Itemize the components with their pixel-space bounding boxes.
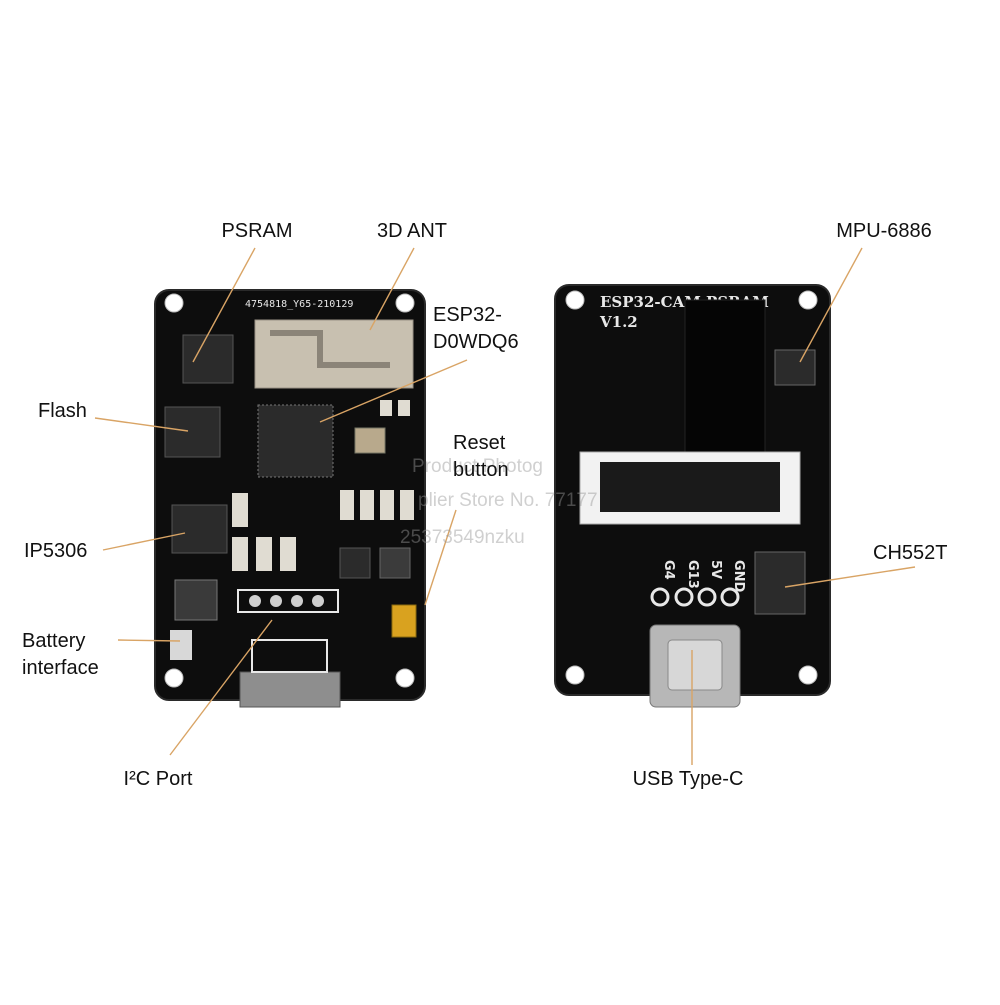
camera-ribbon — [684, 299, 766, 461]
label-ip5306: IP5306 — [24, 540, 88, 562]
label-i2c-port: I²C Port — [123, 768, 193, 790]
psram-chip — [182, 334, 234, 384]
flash-chip — [164, 406, 221, 458]
mount-hole — [395, 293, 415, 313]
watermark-line3: 25373549nzku — [400, 527, 525, 548]
leader-psram — [192, 247, 256, 363]
pin-label-group: G4 G13 5V GND — [661, 560, 746, 593]
label-reset-button: Reset button — [453, 432, 509, 481]
ch552-chip — [754, 551, 806, 615]
inductor — [174, 579, 218, 621]
silk-version-text: V1.2 — [599, 313, 638, 331]
mount-hole — [565, 665, 585, 685]
mount-hole — [395, 668, 415, 688]
watermark-line2: plier Store No. 77177 — [418, 490, 598, 511]
mount-hole — [565, 290, 585, 310]
label-esp32: ESP32- D0WDQ6 — [433, 304, 519, 353]
esp32-chip — [257, 404, 334, 478]
leader-ch552 — [784, 566, 916, 588]
label-3d-ant: 3D ANT — [376, 220, 448, 242]
ip5306-chip — [171, 504, 228, 554]
pin-label: G4 — [661, 560, 676, 580]
label-ch552t: CH552T — [873, 542, 948, 564]
label-mpu-6886: MPU-6886 — [836, 220, 932, 242]
reset-switch — [391, 604, 417, 638]
leader-lines — [94, 247, 916, 765]
leader-esp32 — [319, 359, 468, 423]
watermark-line1: Product Photog — [412, 456, 543, 477]
battery-pads — [170, 630, 192, 660]
leader-battery — [117, 639, 181, 642]
usb-silk-outline — [251, 639, 328, 673]
label-battery-interface: Battery interface — [22, 630, 99, 679]
silk-code-text: 4754818_Y65-210129 — [245, 299, 353, 310]
pin-pads — [650, 587, 740, 607]
leader-flash — [94, 417, 189, 432]
smd-components — [232, 400, 414, 579]
mount-hole — [164, 293, 184, 313]
mpu-chip — [774, 349, 816, 386]
leader-ant — [369, 247, 415, 331]
i2c-header — [237, 589, 339, 613]
leader-i2c — [169, 619, 273, 756]
pin-label: G13 — [685, 560, 700, 589]
mount-hole — [164, 668, 184, 688]
mount-hole — [798, 290, 818, 310]
pin-label: GND — [731, 560, 746, 593]
usb-type-c-inner — [667, 639, 723, 691]
antenna-trace — [270, 330, 390, 368]
pin-label: 5V — [708, 560, 723, 579]
leader-ip5306 — [102, 532, 186, 551]
fpc-slot — [600, 462, 780, 512]
label-psram: PSRAM — [221, 220, 293, 242]
label-usb-type-c: USB Type-C — [632, 768, 744, 790]
label-flash: Flash — [38, 400, 87, 422]
crystal — [354, 427, 386, 454]
mount-hole — [798, 665, 818, 685]
leader-mpu — [799, 247, 863, 363]
front-usb-connector — [239, 671, 341, 708]
front-board: 4754818_Y65-210129 — [154, 289, 426, 708]
leader-reset — [424, 509, 457, 606]
